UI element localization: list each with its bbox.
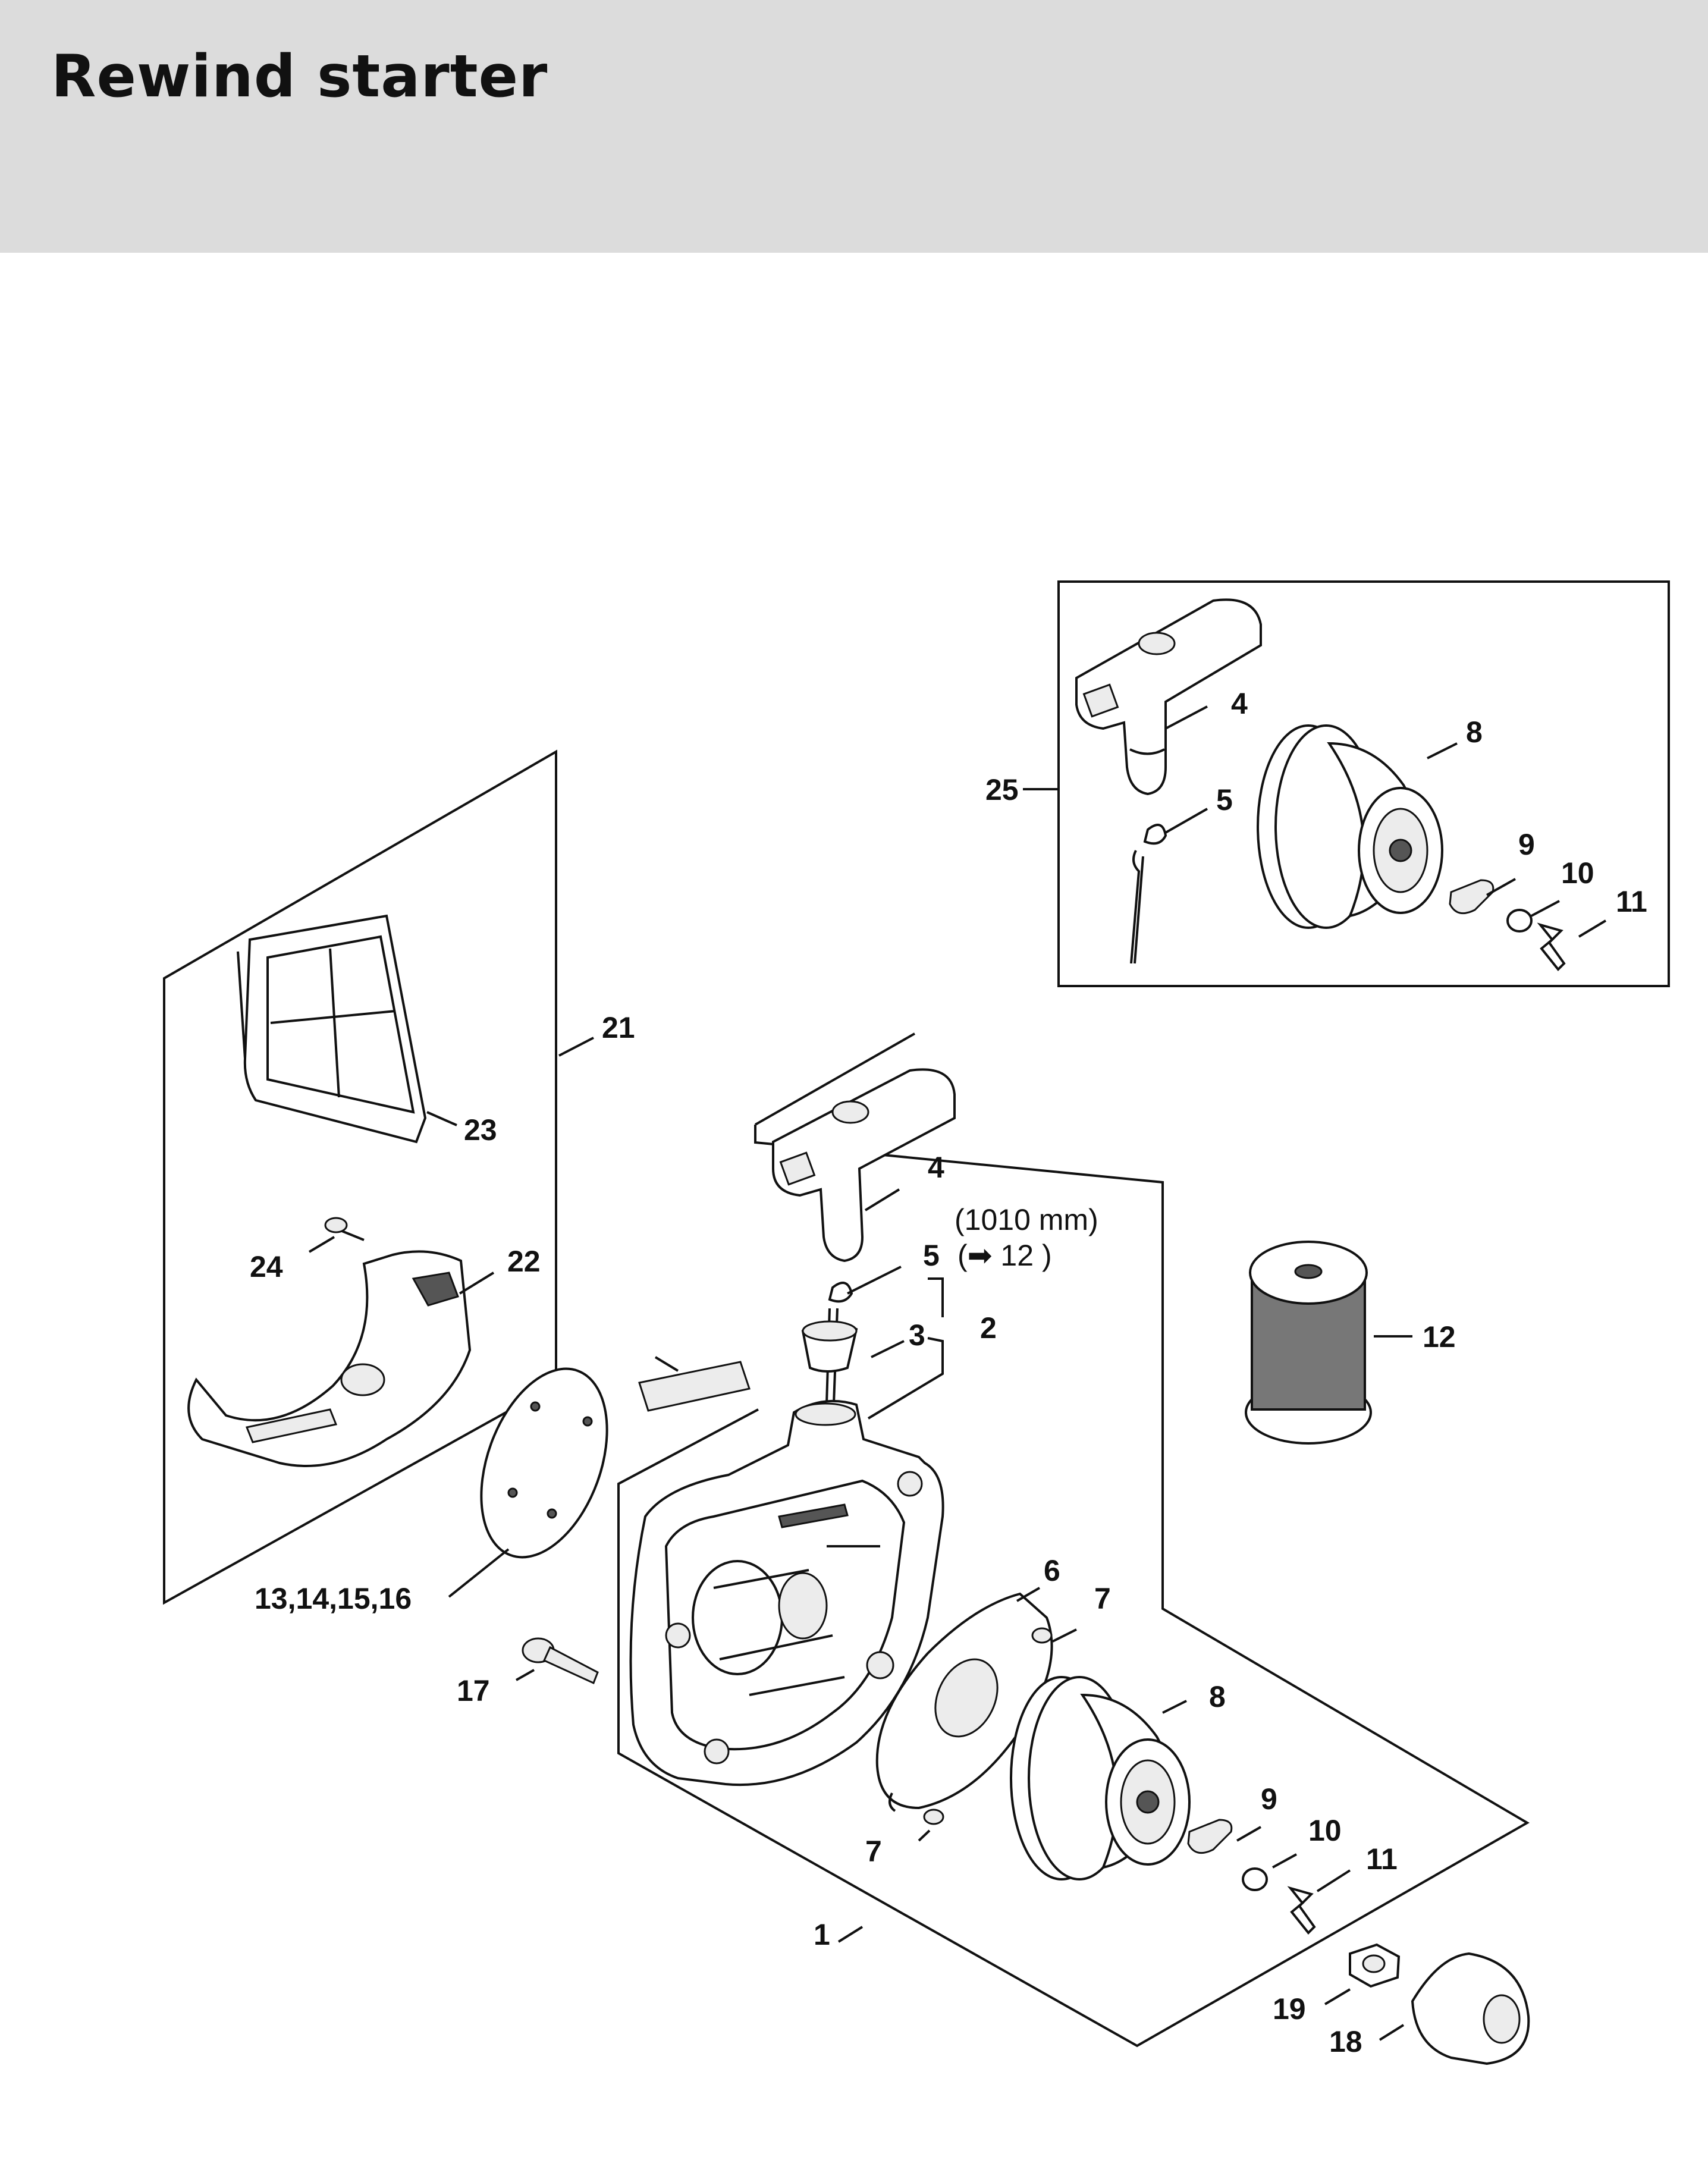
pawl-washer-clip [1187,1819,1316,1935]
label-7-lower: 7 [865,1835,882,1868]
inset-rope-rotor [1257,724,1443,929]
inset-starter-grip [1075,598,1262,796]
label-22: 24 [250,1250,283,1283]
fan-housing [629,1399,944,1787]
spring-cover [875,1592,1053,1812]
rope-spool [1245,1241,1372,1445]
label-sticker-25 [638,1361,751,1412]
label-23: 23 [464,1113,497,1147]
screw-22 [324,1217,365,1241]
box-frame-1-top [755,1032,915,1126]
label-11: 11 [1366,1842,1398,1876]
label-9-inset: 9 [1518,828,1535,861]
label-20: 21 [602,1011,635,1044]
inset-starter-rope [1130,824,1167,964]
nut-19 [1349,1943,1401,1988]
label-3: 3 [909,1318,925,1352]
baffle-disc [480,1367,608,1559]
label-10-inset: 10 [1561,856,1594,890]
cap-18 [1411,1952,1530,2065]
rope-guide-bush [801,1320,858,1373]
label-9: 9 [1261,1782,1277,1816]
page-title: Rewind starter [51,43,548,111]
label-18: 18 [1329,2025,1362,2058]
screw-17 [522,1637,599,1685]
label-6: 6 [1044,1554,1060,1587]
starter-grip [772,1068,956,1263]
label-1: 1 [814,1918,830,1951]
shroud-cover [187,1250,472,1467]
screw-7-lower [923,1809,944,1825]
label-17: 17 [457,1674,490,1707]
rope-length-note: (1010 mm) [955,1203,1098,1236]
label-2: 2 [980,1311,997,1345]
label-19: 19 [1273,1992,1306,2026]
rope-rotor [1010,1676,1191,1880]
header-banner: Rewind starter [0,0,1708,253]
inset-pawl-washer-clip [1449,879,1566,971]
air-filter [237,914,427,1144]
label-8-inset: 8 [1466,715,1483,749]
label-5-inset: 5 [1216,783,1233,817]
label-13-14-15-16: 13,14,15,16 [255,1582,412,1615]
label-11-inset: 11 [1616,885,1647,918]
label-4-inset: 4 [1231,687,1248,720]
label-7-upper: 7 [1094,1582,1111,1615]
rope-ref-note: (➡ 12 ) [957,1239,1052,1272]
label-5: 5 [923,1239,940,1272]
label-4: 4 [928,1151,944,1184]
label-24: 25 [985,773,1019,806]
box-frame-1 [617,1125,1530,2048]
label-12: 12 [1423,1320,1456,1354]
label-10: 10 [1308,1814,1342,1847]
screw-7-upper [1031,1627,1053,1644]
leader-lines [308,705,1607,2041]
label-21: 22 [507,1245,541,1278]
label-8: 8 [1209,1680,1226,1713]
inset-frame-24 [1057,580,1670,987]
